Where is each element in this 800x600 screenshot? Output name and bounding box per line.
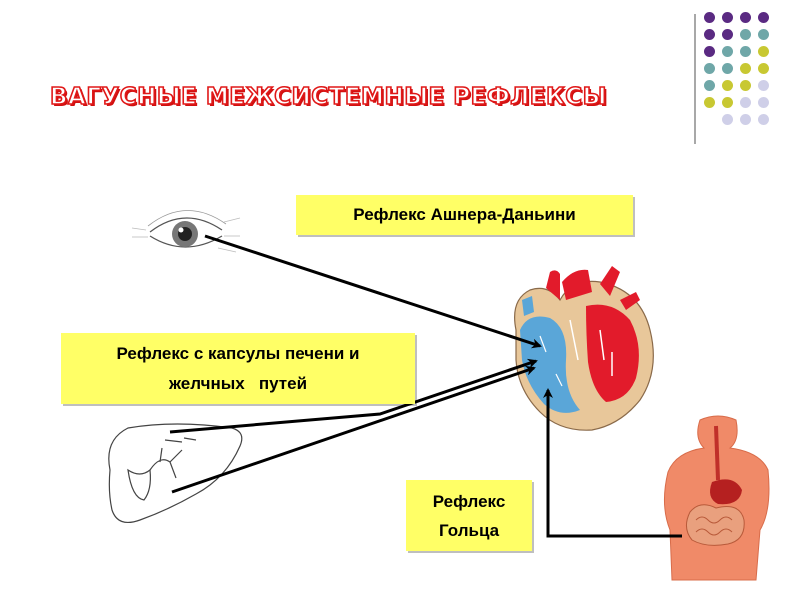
decor-dot [758,80,769,91]
decor-dot [704,12,715,23]
label-goltz-reflex: Рефлекс Гольца [406,480,532,551]
decor-dot-grid [704,12,784,132]
label-liver-line2: желчных путей [168,373,308,393]
decor-dot [722,12,733,23]
arrow-torso-to-heart [543,388,682,538]
decor-dot [740,63,751,74]
decor-dot [758,97,769,108]
eye-icon [131,210,241,253]
arrow-liver-to-heart-lower [171,365,536,494]
decor-dot [722,29,733,40]
arrow-eye-to-heart [204,234,542,349]
label-liver-line1: Рефлекс с капсулы печени и [116,343,360,363]
decor-dot [758,29,769,40]
decor-dot [704,80,715,91]
decor-dot [758,12,769,23]
decor-dot [722,97,733,108]
decor-dot [758,63,769,74]
label-liver-reflex: Рефлекс с капсулы печени и желчных путей [61,333,415,404]
torso-digestive-icon [664,415,770,581]
label-ashner-text: Рефлекс Ашнера-Даньини [353,205,576,224]
decor-dot [740,114,751,125]
label-goltz-line1: Рефлекс [432,491,506,511]
decor-dot [704,29,715,40]
decor-dot [722,46,733,57]
decor-dot [722,63,733,74]
decor-dot [704,97,715,108]
decor-dot [740,12,751,23]
decor-dot [740,97,751,108]
arrow-liver-to-heart-upper [169,358,538,434]
label-goltz-line2: Гольца [438,520,500,540]
decor-dot [704,63,715,74]
decor-dot [704,46,715,57]
decor-dot [740,29,751,40]
decor-dot [758,114,769,125]
label-ashner-reflex: Рефлекс Ашнера-Даньини [296,195,633,235]
decor-divider [694,14,696,144]
decor-dot [740,80,751,91]
heart-icon [514,266,654,431]
slide-title: ВАГУСНЫЕ МЕЖСИСТЕМНЫЕ РЕФЛЕКСЫ [49,83,607,111]
decor-dot [722,80,733,91]
decor-dot [722,114,733,125]
liver-icon [108,423,243,523]
decor-dot [740,46,751,57]
decor-dot [758,46,769,57]
